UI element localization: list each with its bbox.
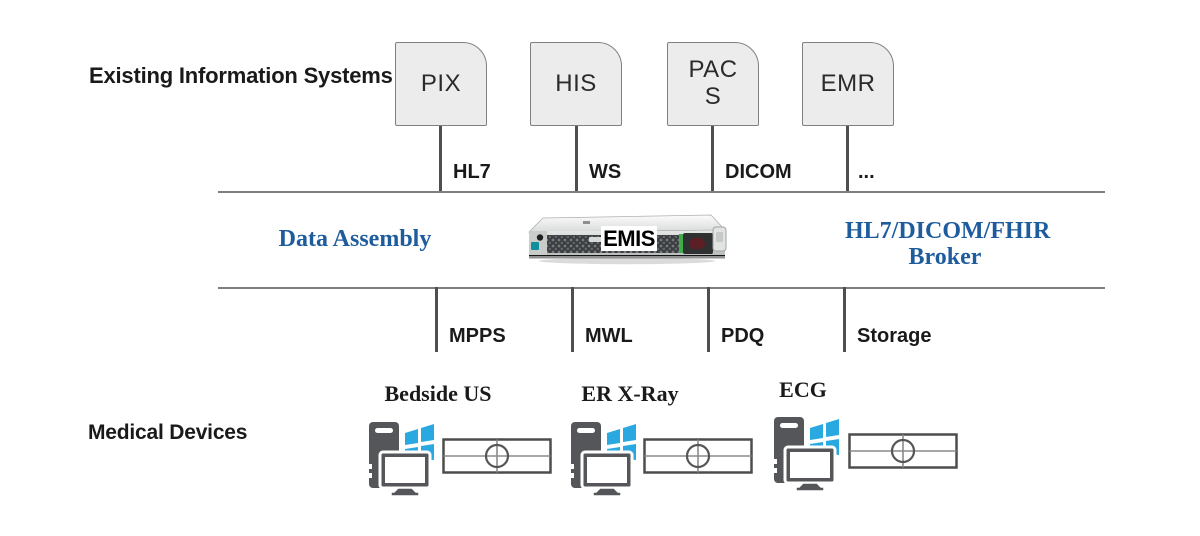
exam-table-icon [442, 438, 552, 474]
device-label-ecg: ECG [779, 377, 827, 402]
existing-systems-label: Existing Information Systems [89, 63, 393, 88]
emis-server: EMIS [527, 214, 727, 266]
connector-pacs [711, 126, 714, 191]
medical-devices-label: Medical Devices [88, 421, 248, 444]
service-label-storage: Storage [857, 325, 932, 347]
connector-pdq [707, 287, 710, 352]
protocol-label-more: ... [858, 161, 875, 183]
connector-mwl [571, 287, 574, 352]
device-label-er-xray: ER X-Ray [581, 381, 679, 406]
system-box-emr: EMR [802, 42, 894, 126]
device-label-bedside-us: Bedside US [384, 381, 492, 406]
connector-mpps [435, 287, 438, 352]
system-box-his: HIS [530, 42, 622, 126]
service-label-pdq: PDQ [721, 325, 765, 347]
broker-label: HL7/DICOM/FHIR Broker [845, 218, 1051, 270]
data-assembly-label: Data Assembly [278, 226, 432, 252]
service-label-mpps: MPPS [449, 325, 506, 347]
exam-table-icon [643, 438, 753, 474]
service-label-mwl: MWL [585, 325, 633, 347]
emis-label: EMIS [601, 226, 657, 251]
system-box-pacs: PAC S [667, 42, 759, 126]
connector-his [575, 126, 578, 191]
lower-bus-line [218, 287, 1105, 289]
system-box-pix: PIX [395, 42, 487, 126]
upper-bus-line [218, 191, 1105, 193]
connector-storage [843, 287, 846, 352]
pc-workstation-icon [368, 418, 434, 496]
connector-pix [439, 126, 442, 191]
protocol-label-dicom: DICOM [725, 161, 792, 183]
connector-emr [846, 126, 849, 191]
pc-workstation-icon [773, 413, 839, 491]
pc-workstation-icon [570, 418, 636, 496]
exam-table-icon [848, 433, 958, 469]
protocol-label-ws: WS [589, 161, 622, 183]
protocol-label-hl7: HL7 [453, 161, 491, 183]
